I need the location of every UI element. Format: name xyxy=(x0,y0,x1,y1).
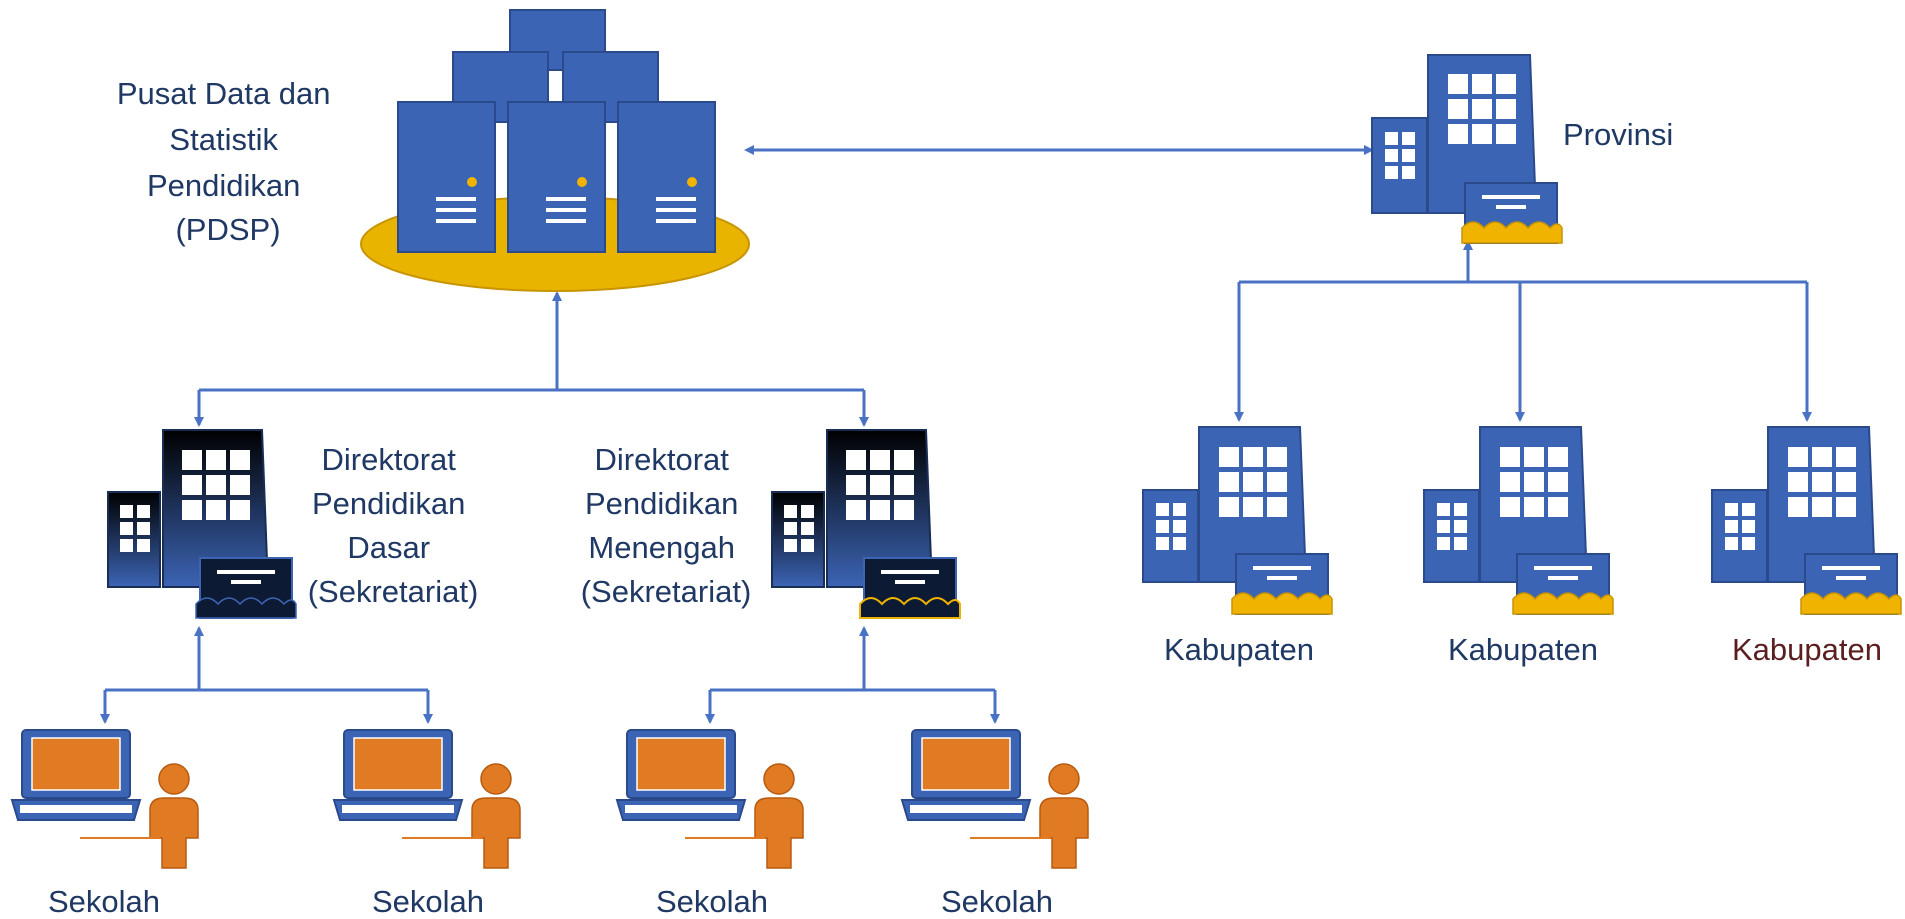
sekolah-2-icon xyxy=(332,729,521,869)
kabupaten-3-building-icon xyxy=(1711,426,1902,615)
kabupaten-2-building-icon xyxy=(1423,426,1614,615)
sekolah-4-label: Sekolah xyxy=(941,884,1053,919)
dir-dasar-building-icon xyxy=(107,429,297,619)
pdsp-label: Pusat Data dan Statistik Pendidikan (PDS… xyxy=(117,76,339,247)
sekolah-1-label: Sekolah xyxy=(48,884,160,919)
kabupaten-1-label: Kabupaten xyxy=(1164,632,1314,667)
kabupaten-1-building-icon xyxy=(1142,426,1333,615)
kabupaten-2-label: Kabupaten xyxy=(1448,632,1598,667)
connectors xyxy=(100,145,1812,724)
dir-menengah-building-icon xyxy=(771,429,961,619)
provinsi-building-icon xyxy=(1371,54,1563,244)
provinsi-label: Provinsi xyxy=(1563,117,1673,152)
kabupaten-3-label: Kabupaten xyxy=(1732,632,1882,667)
sekolah-1-icon xyxy=(10,729,199,869)
pdsp-server-icon xyxy=(360,9,750,292)
sekolah-3-icon xyxy=(615,729,804,869)
sekolah-2-label: Sekolah xyxy=(372,884,484,919)
sekolah-3-label: Sekolah xyxy=(656,884,768,919)
dir-menengah-label: Direktorat Pendidikan Menengah (Sekretar… xyxy=(581,442,752,609)
sekolah-4-icon xyxy=(900,729,1089,869)
dir-dasar-label: Direktorat Pendidikan Dasar (Sekretariat… xyxy=(308,442,479,609)
